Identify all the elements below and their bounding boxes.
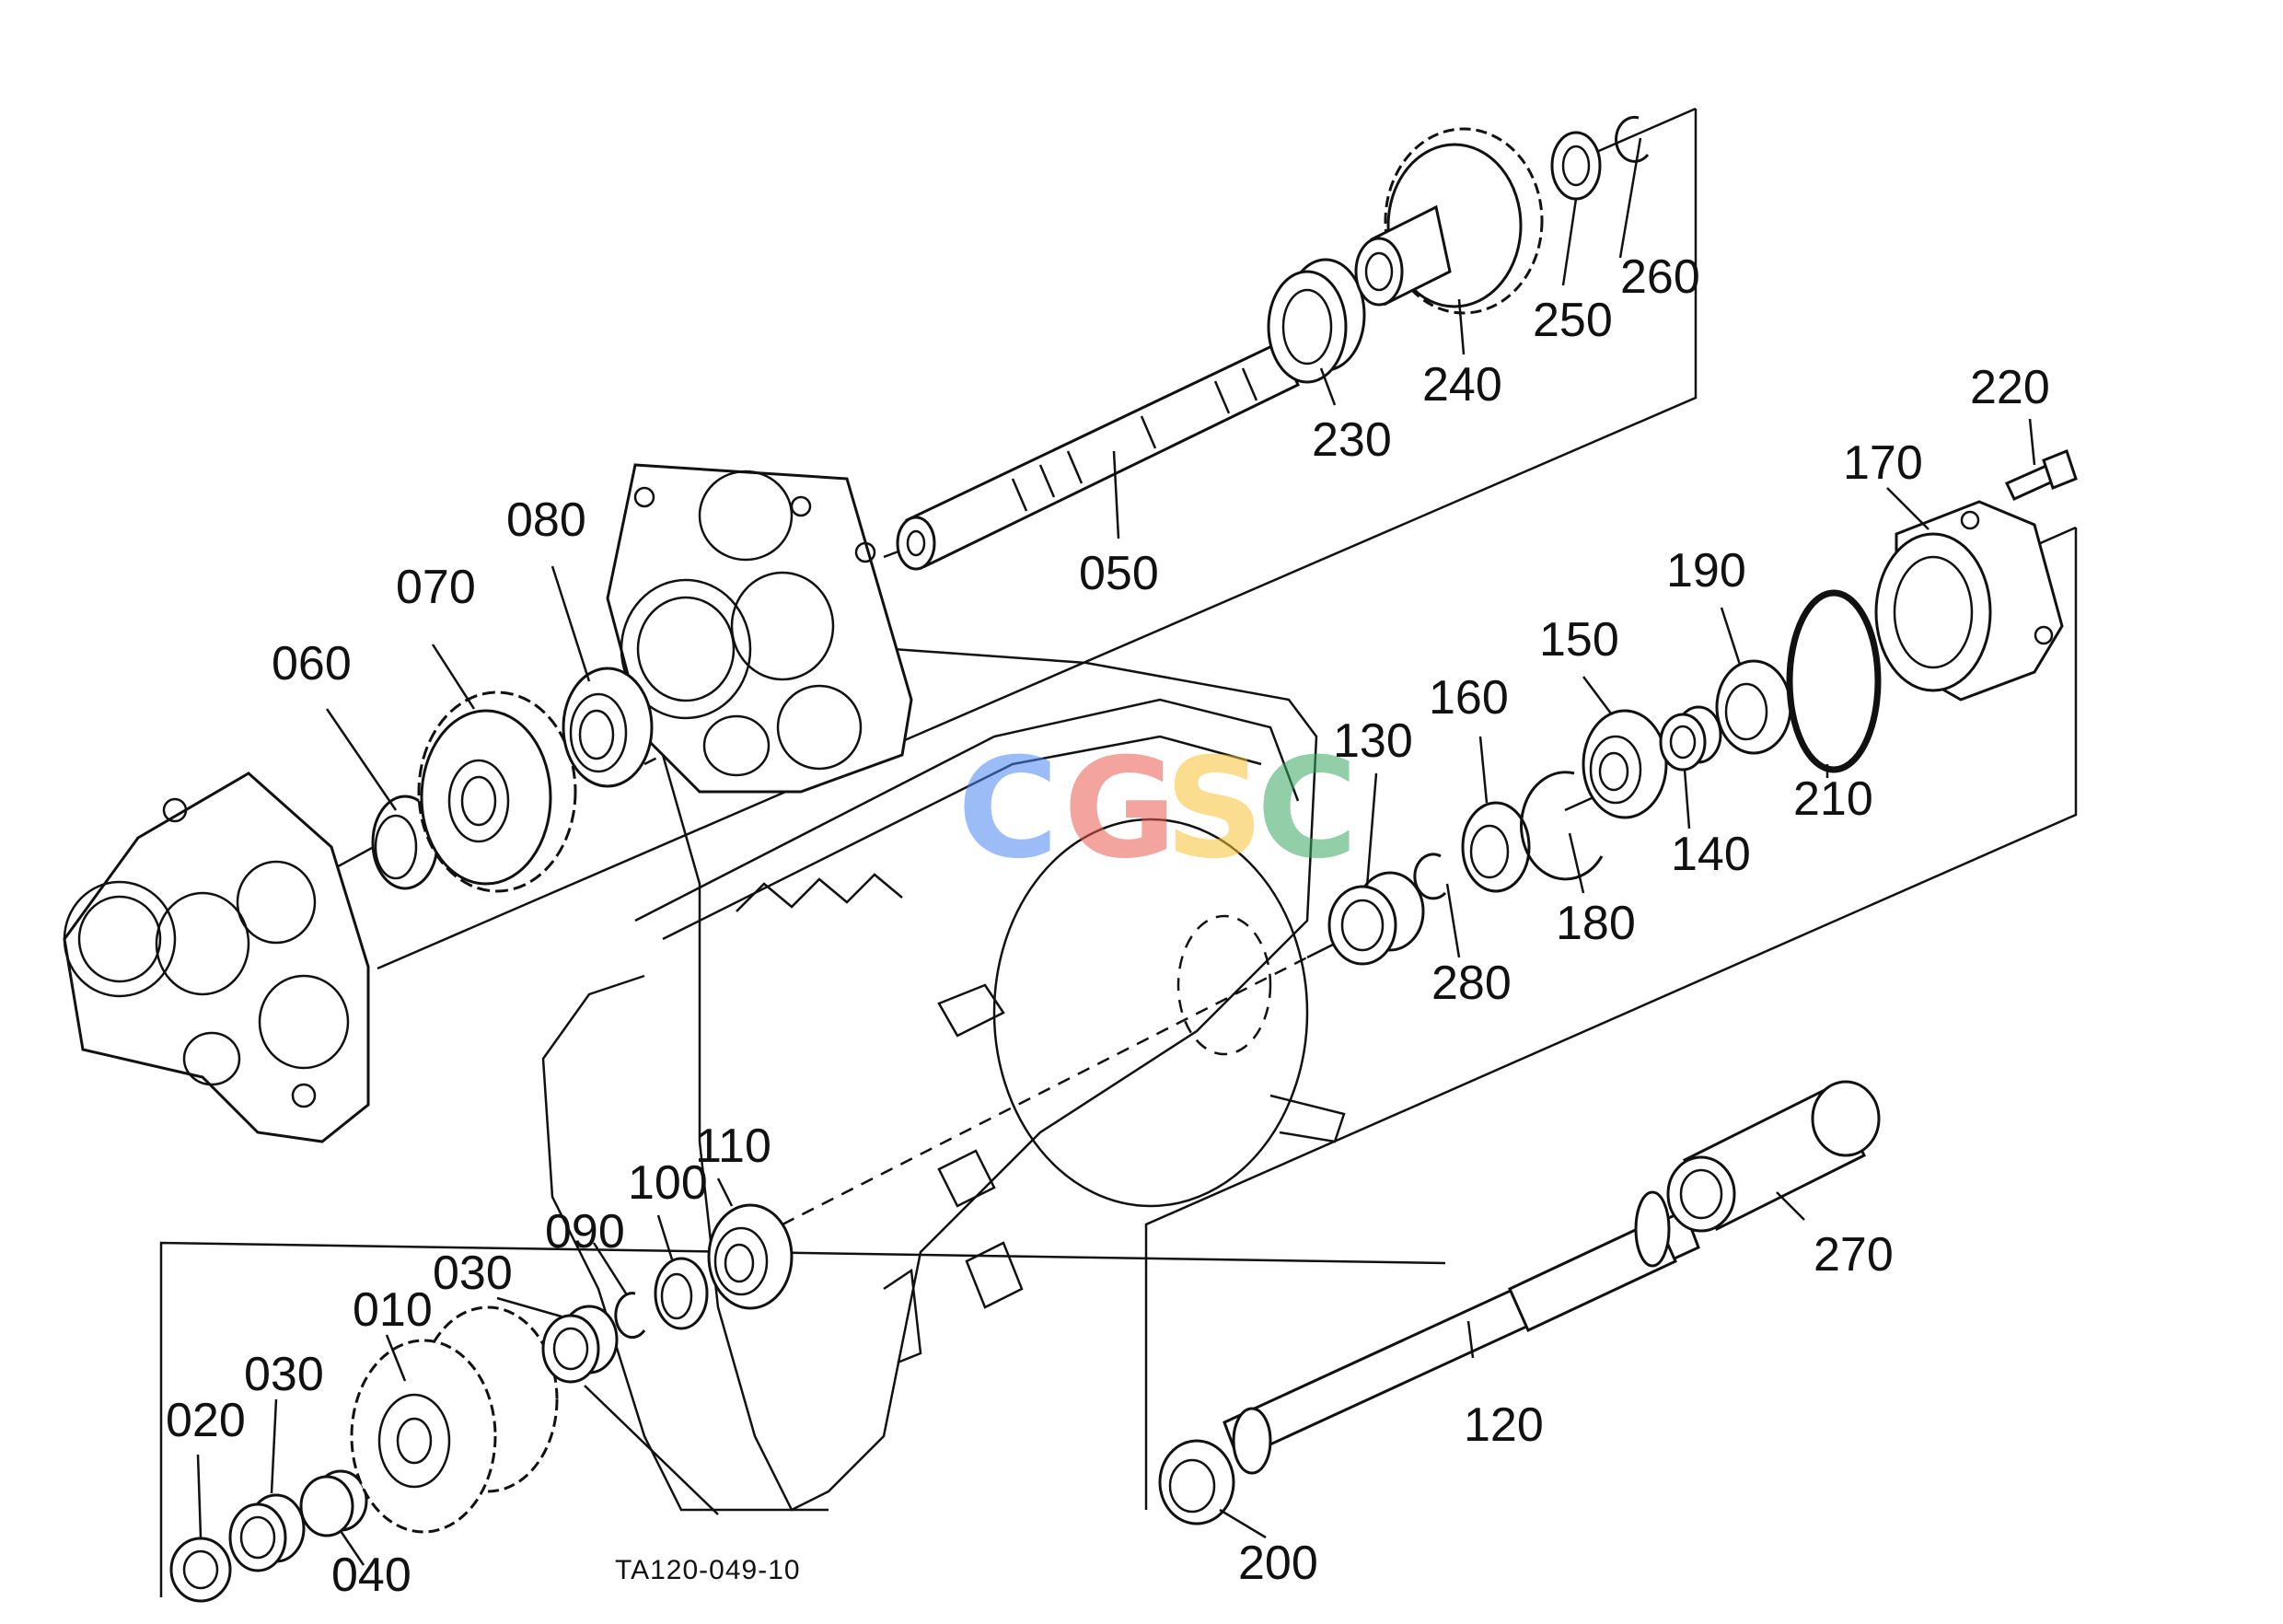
label-220: 220 xyxy=(1970,361,2050,414)
watermark-letter-1: C xyxy=(957,729,1059,889)
label-070: 070 xyxy=(396,561,476,614)
label-260: 260 xyxy=(1620,250,1700,304)
label-020: 020 xyxy=(166,1394,246,1447)
gear-240 xyxy=(1354,127,1544,315)
snap-ring-090 xyxy=(614,1292,646,1340)
shaft-120 xyxy=(1223,1190,1700,1475)
needle-bearing-230 xyxy=(1267,258,1366,384)
needle-bearing-030-lower xyxy=(228,1493,306,1572)
part-labels: 060 070 080 050 230 240 250 260 220 170 … xyxy=(166,250,2050,1602)
drawing-code: TA120-049-10 xyxy=(615,1555,801,1585)
watermark-letter-3: S xyxy=(1165,729,1264,889)
label-250: 250 xyxy=(1533,294,1613,347)
label-040: 040 xyxy=(331,1549,411,1602)
o-ring-210 xyxy=(1786,589,1882,773)
collar-140 xyxy=(1659,705,1722,771)
bearing-160 xyxy=(1461,801,1531,893)
label-050: 050 xyxy=(1079,547,1159,600)
label-170: 170 xyxy=(1843,436,1923,490)
lower-gear-frame xyxy=(159,1241,1446,1597)
right-shaft-frame xyxy=(1144,528,2078,1510)
label-060: 060 xyxy=(272,637,352,690)
bearing-cover-plate xyxy=(606,463,913,794)
washer-250 xyxy=(1550,131,1602,201)
collar-040 xyxy=(299,1469,368,1537)
label-210: 210 xyxy=(1793,772,1873,826)
label-140: 140 xyxy=(1671,828,1751,881)
bearing-150 xyxy=(1582,709,1668,819)
shaft-050 xyxy=(896,340,1300,571)
snap-ring-260 xyxy=(1615,115,1650,163)
watermark-letter-2: G xyxy=(1063,729,1176,889)
label-120: 120 xyxy=(1464,1398,1544,1452)
bearing-110 xyxy=(707,1203,794,1310)
label-230: 230 xyxy=(1312,413,1392,467)
needle-bearing-030-upper xyxy=(541,1305,619,1384)
leader-lines xyxy=(196,137,2036,1566)
watermark-letter-4: C xyxy=(1257,729,1358,889)
label-180: 180 xyxy=(1556,897,1636,950)
label-110: 110 xyxy=(695,1119,771,1173)
label-030-upper: 030 xyxy=(433,1247,513,1300)
label-150: 150 xyxy=(1539,613,1619,667)
label-090: 090 xyxy=(545,1205,625,1259)
label-200: 200 xyxy=(1238,1537,1318,1590)
label-030-lower: 030 xyxy=(244,1348,324,1401)
bearing-080 xyxy=(562,667,654,788)
collar-270 xyxy=(1666,1080,1881,1233)
label-160: 160 xyxy=(1429,671,1509,725)
label-010: 010 xyxy=(353,1283,433,1337)
watermark-logo: C G S C xyxy=(957,729,1358,889)
label-080: 080 xyxy=(506,493,586,547)
washer-020 xyxy=(169,1537,232,1603)
gear-010 xyxy=(350,1305,559,1534)
label-270: 270 xyxy=(1814,1228,1894,1282)
label-240: 240 xyxy=(1422,358,1502,412)
bearing-190 xyxy=(1715,659,1792,755)
snap-ring-280 xyxy=(1413,853,1447,900)
label-100: 100 xyxy=(628,1156,708,1210)
seal-200 xyxy=(1158,1439,1235,1525)
needle-bearing-130 xyxy=(1327,871,1425,966)
end-plate xyxy=(63,771,370,1143)
label-280: 280 xyxy=(1431,957,1512,1010)
label-190: 190 xyxy=(1666,544,1746,597)
gear-070 xyxy=(417,690,577,893)
bolt-220 xyxy=(2004,449,2078,501)
snap-ring-100 xyxy=(654,1257,709,1330)
flange-housing-170 xyxy=(1874,500,2064,702)
label-130: 130 xyxy=(1333,714,1413,768)
